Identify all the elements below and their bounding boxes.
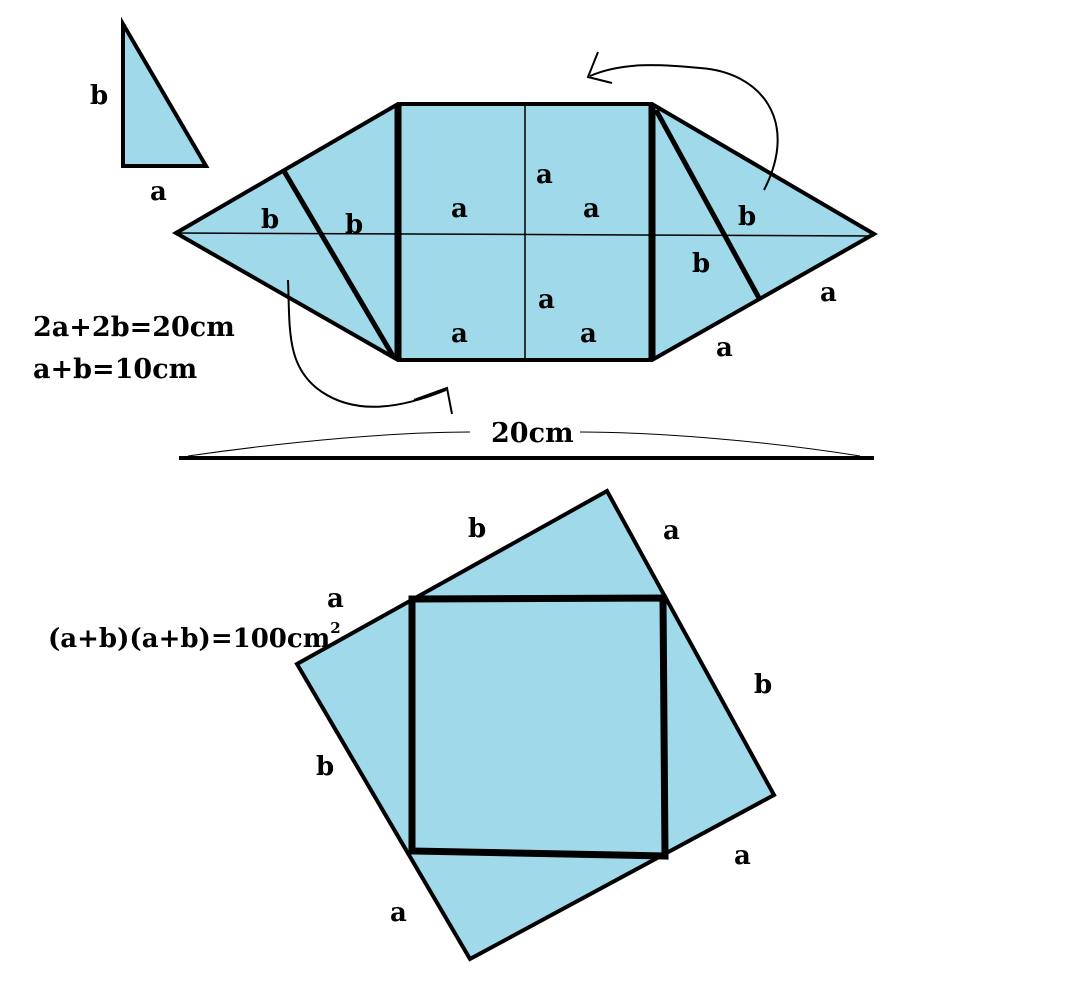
hex-label-a-5: a — [451, 319, 468, 349]
sq-label-b-left: b — [316, 752, 334, 782]
arrow-right-curve — [589, 64, 779, 191]
hexagon-figure: b b a a a a a a b b a a — [171, 102, 879, 363]
ref-label-b: b — [90, 81, 108, 111]
equations: 2a+2b=20cm a+b=10cm — [33, 312, 235, 385]
equation-area-exponent: 2 — [330, 619, 340, 637]
hex-label-a-2: a — [536, 160, 553, 190]
hex-label-a-1: a — [451, 194, 468, 224]
hex-label-b-left-2: b — [345, 210, 363, 240]
equation-area: (a+b)(a+b)=100cm2 — [48, 619, 341, 654]
area-equation: (a+b)(a+b)=100cm2 — [48, 619, 341, 654]
equation-area-base: (a+b)(a+b)=100cm — [48, 624, 330, 654]
hex-label-a-4: a — [538, 285, 555, 315]
sq-label-a-top-left: a — [327, 584, 344, 614]
hex-label-b-left-1: b — [261, 205, 279, 235]
hex-label-a-right-2: a — [716, 333, 733, 363]
rotation-arrows — [287, 51, 779, 415]
sq-label-a-bottom-left: a — [390, 898, 407, 928]
sq-label-a-top-right: a — [663, 516, 680, 546]
arrow-left-curve — [287, 279, 447, 408]
ref-label-a: a — [150, 177, 167, 207]
square-figure: b a a b b a a — [294, 488, 777, 962]
sq-label-a-bottom-right: a — [734, 841, 751, 871]
hex-label-a-6: a — [580, 319, 597, 349]
sq-label-b-right: b — [754, 670, 772, 700]
hex-label-b-right-1: b — [738, 202, 756, 232]
sq-label-b-top: b — [468, 514, 486, 544]
hex-label-a-right-1: a — [820, 278, 837, 308]
dimension-label: 20cm — [491, 418, 574, 449]
arrow-right-head — [586, 51, 613, 84]
hex-label-a-3: a — [583, 194, 600, 224]
equation-sum: a+b=10cm — [33, 354, 197, 385]
hex-label-b-right-2: b — [692, 249, 710, 279]
dimension-line: 20cm — [179, 418, 874, 460]
equation-perimeter: 2a+2b=20cm — [33, 312, 235, 343]
reference-triangle: b a — [90, 16, 210, 207]
arrow-left-head — [413, 386, 453, 415]
